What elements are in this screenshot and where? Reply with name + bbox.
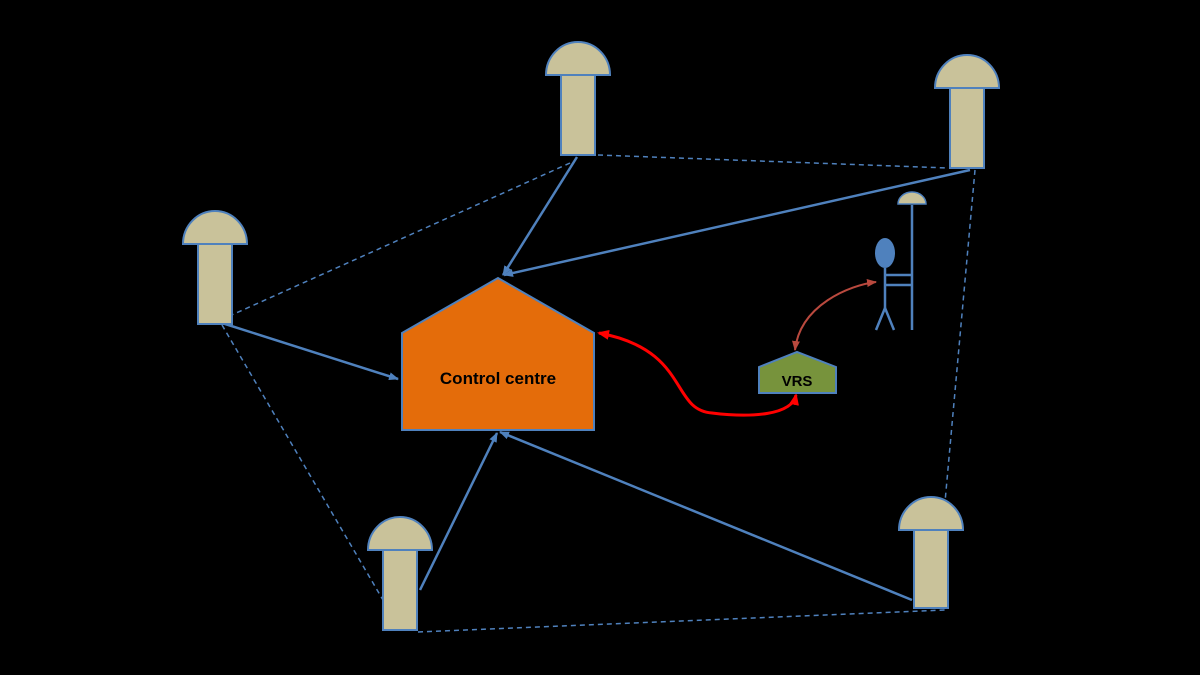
antenna-dome-icon — [544, 41, 612, 76]
dashed-link-top-to-left — [224, 162, 571, 319]
control-centre-shape — [401, 276, 595, 431]
rover-antenna-icon — [897, 191, 927, 205]
surveyor-head — [875, 238, 895, 268]
data-link-bottom-right — [499, 430, 913, 602]
station-pillar — [197, 243, 233, 325]
network-boundary — [221, 154, 976, 633]
surveyor-leg-right — [883, 307, 896, 331]
dashed-link-bottom-left-to-bottom-right — [417, 609, 946, 633]
antenna-dome-icon — [897, 496, 965, 531]
data-link-left — [221, 321, 399, 381]
antenna-dome-icon — [933, 54, 1001, 89]
reference-station-top-right — [933, 54, 1001, 169]
reference-station-top — [544, 41, 612, 156]
surveyor-leg-left — [874, 307, 887, 331]
data-link-top-right — [503, 168, 971, 277]
virtual-reference-station: VRS — [758, 350, 837, 394]
rover-surveyor — [874, 191, 927, 331]
station-pillar — [913, 529, 949, 609]
data-link-top — [501, 156, 579, 276]
control-centre-vrs-link — [597, 329, 799, 417]
dashed-link-top-to-top-right — [597, 154, 949, 169]
vrs-rover-link — [792, 279, 877, 351]
data-link-bottom-left — [418, 432, 499, 591]
reference-station-bottom-right — [897, 496, 965, 609]
control-centre-label: Control centre — [440, 369, 556, 388]
vrs-shape — [758, 350, 837, 394]
control-centre: Control centre — [401, 276, 595, 431]
reference-station-bottom-left — [366, 516, 434, 631]
antenna-dome-icon — [366, 516, 434, 551]
dashed-link-left-to-bottom-left — [221, 324, 384, 601]
antenna-dome-icon — [181, 210, 249, 245]
station-pillar — [949, 87, 985, 169]
station-pillar — [382, 549, 418, 631]
reference-station-left — [181, 210, 249, 325]
dashed-link-top-right-to-bottom-right — [944, 169, 976, 503]
vrs-label: VRS — [782, 373, 813, 390]
station-pillar — [560, 74, 596, 156]
station-data-links — [221, 156, 971, 602]
